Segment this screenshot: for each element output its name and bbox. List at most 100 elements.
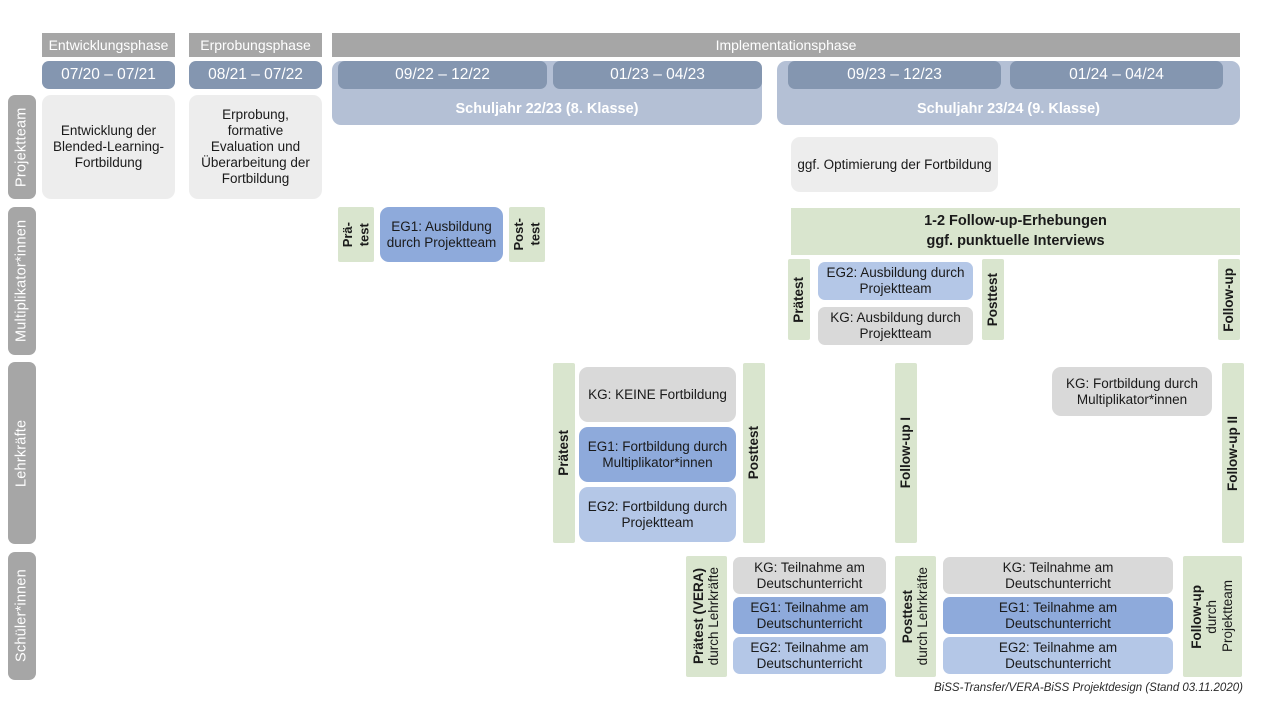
strip-line2: test — [356, 222, 371, 247]
card-text: Entwicklung der Blended-Learning-Fortbil… — [52, 123, 165, 170]
card-eg2-ausbildung-projektteam: EG2: Ausbildung durch Projektteam — [818, 262, 973, 300]
card-text: KG: Teilnahme am Deutschunterricht — [754, 559, 865, 591]
period-chip-1: 08/21 – 07/22 — [189, 61, 322, 89]
period-chip-3: 01/23 – 04/23 — [553, 61, 762, 89]
strip-followup-schueler: Follow-up durch Projektteam — [1183, 556, 1242, 677]
lane-label-multiplikatoren: Multiplikator*innen — [8, 207, 36, 355]
phase-bar-implementationsphase: Implementationsphase — [332, 33, 1240, 57]
strip-line1: Prä- — [339, 221, 355, 248]
strip-praetest-multiplikatoren-2: Prätest — [788, 259, 810, 340]
card-text: EG2: Fortbildung durch Projektteam — [587, 498, 728, 530]
period-label: 07/20 – 07/21 — [61, 65, 156, 83]
strip-text-sub: durch Lehrkräfte — [706, 567, 721, 666]
card-text: EG1: Teilnahme am Deutschunterricht — [750, 599, 869, 631]
banner-line1: 1-2 Follow-up-Erhebungen — [924, 212, 1107, 229]
strip-text-bold: Prätest (VERA) — [690, 568, 706, 665]
card-text: KG: Teilnahme am Deutschunterricht — [1002, 559, 1114, 591]
school-year-text: Schuljahr 22/23 (8. Klasse) — [455, 101, 639, 118]
period-label: 08/21 – 07/22 — [208, 65, 303, 83]
card-eg1-fortbildung-multiplikatoren: EG1: Fortbildung durch Multiplikator*inn… — [579, 427, 736, 482]
banner-followup-erhebungen: 1-2 Follow-up-Erhebungen ggf. punktuelle… — [791, 208, 1240, 255]
strip-text: Posttest — [984, 272, 1000, 327]
strip-posttest-multiplikatoren: Post- test — [509, 207, 545, 262]
period-label: 01/24 – 04/24 — [1069, 65, 1164, 83]
strip-text: Follow-up — [1220, 267, 1236, 332]
period-label: 01/23 – 04/23 — [610, 65, 705, 83]
card-kg-teilnahme-links: KG: Teilnahme am Deutschunterricht — [733, 557, 886, 594]
strip-stack: Follow-up durch Projektteam — [1189, 556, 1235, 677]
card-text: EG1: Ausbildung durch Projektteam — [386, 218, 497, 250]
card-entwicklung-fortbildung: Entwicklung der Blended-Learning-Fortbil… — [42, 95, 175, 199]
lane-text: Multiplikator*innen — [13, 219, 30, 343]
strip-text: Prätest — [790, 276, 806, 323]
footer-note: BiSS-Transfer/VERA-BiSS Projektdesign (S… — [934, 682, 1243, 694]
phase-bar-erprobungsphase: Erprobungsphase — [189, 33, 322, 57]
card-text: KG: KEINE Fortbildung — [588, 386, 727, 402]
strip-praetest-multiplikatoren: Prä- test — [338, 207, 374, 262]
card-text: EG2: Teilnahme am Deutschunterricht — [750, 639, 869, 671]
strip-text: Follow-up II — [1224, 415, 1240, 491]
lane-text: Projektteam — [13, 107, 30, 187]
card-kg-fortbildung-multiplikatoren: KG: Fortbildung durch Multiplikator*inne… — [1052, 367, 1212, 416]
card-text: KG: Ausbildung durch Projektteam — [830, 310, 961, 341]
card-eg2-teilnahme-links: EG2: Teilnahme am Deutschunterricht — [733, 637, 886, 674]
lane-text: Schüler*innen — [13, 569, 30, 663]
card-text: EG1: Teilnahme am Deutschunterricht — [998, 599, 1118, 631]
banner-line2: ggf. punktuelle Interviews — [926, 232, 1105, 249]
lane-label-lehrkraefte: Lehrkräfte — [8, 362, 36, 544]
strip-text-sub2: Projektteam — [1219, 580, 1235, 653]
card-kg-keine-fortbildung: KG: KEINE Fortbildung — [579, 367, 736, 422]
strip-posttest-schueler: Posttest durch Lehrkräfte — [895, 556, 936, 677]
card-eg2-fortbildung-projektteam: EG2: Fortbildung durch Projektteam — [579, 487, 736, 542]
card-kg-teilnahme-rechts: KG: Teilnahme am Deutschunterricht — [943, 557, 1173, 594]
strip-followup-multiplikatoren: Follow-up — [1218, 259, 1240, 340]
lane-label-schueler: Schüler*innen — [8, 552, 36, 680]
strip-line2: test — [527, 222, 542, 247]
card-text: Erprobung, formative Evaluation und Über… — [201, 107, 310, 186]
strip-followup-1-lehrkraefte: Follow-up I — [895, 363, 917, 543]
card-text: EG1: Fortbildung durch Multiplikator*inn… — [587, 438, 728, 470]
strip-text-bold: Follow-up — [1189, 584, 1205, 649]
phase-label: Erprobungsphase — [200, 36, 311, 53]
card-text: EG2: Teilnahme am Deutschunterricht — [998, 639, 1118, 671]
card-eg1-teilnahme-rechts: EG1: Teilnahme am Deutschunterricht — [943, 597, 1173, 634]
school-year-label-2324: Schuljahr 23/24 (9. Klasse) — [777, 100, 1240, 120]
strip-posttest-multiplikatoren-2: Posttest — [982, 259, 1004, 340]
strip-text-sub: durch Lehrkräfte — [915, 567, 930, 666]
card-erprobung-evaluation: Erprobung, formative Evaluation und Über… — [189, 95, 322, 199]
strip-followup-2-lehrkraefte: Follow-up II — [1222, 363, 1244, 543]
period-label: 09/23 – 12/23 — [847, 65, 942, 83]
card-eg2-teilnahme-rechts: EG2: Teilnahme am Deutschunterricht — [943, 637, 1173, 674]
strip-stack: Posttest durch Lehrkräfte — [899, 556, 930, 677]
strip-praetest-lehrkraefte: Prätest — [553, 363, 575, 543]
strip-text-bold: Posttest — [899, 589, 915, 644]
strip-stack: Prätest (VERA) durch Lehrkräfte — [690, 556, 721, 677]
phase-label: Implementationsphase — [715, 36, 857, 53]
strip-line1: Post- — [510, 218, 526, 251]
strip-text: Post- test — [511, 218, 544, 251]
card-text: EG2: Ausbildung durch Projektteam — [826, 265, 965, 296]
strip-text-sub1: durch — [1204, 599, 1220, 634]
card-eg1-teilnahme-links: EG1: Teilnahme am Deutschunterricht — [733, 597, 886, 634]
phase-bar-entwicklungsphase: Entwicklungsphase — [42, 33, 175, 57]
strip-text: Prätest — [555, 430, 571, 476]
period-chip-5: 01/24 – 04/24 — [1010, 61, 1223, 89]
card-text: ggf. Optimierung der Fortbildung — [797, 156, 992, 172]
strip-posttest-lehrkraefte: Posttest — [743, 363, 765, 543]
period-chip-4: 09/23 – 12/23 — [788, 61, 1001, 89]
card-kg-ausbildung-projektteam: KG: Ausbildung durch Projektteam — [818, 307, 973, 345]
strip-text: Follow-up I — [897, 417, 913, 489]
school-year-text: Schuljahr 23/24 (9. Klasse) — [917, 101, 1100, 118]
phase-label: Entwicklungsphase — [48, 36, 169, 53]
card-text: KG: Fortbildung durch Multiplikator*inne… — [1065, 375, 1199, 407]
lane-text: Lehrkräfte — [13, 419, 30, 487]
strip-praetest-vera-schueler: Prätest (VERA) durch Lehrkräfte — [686, 556, 727, 677]
period-chip-0: 07/20 – 07/21 — [42, 61, 175, 89]
card-optimierung-fortbildung: ggf. Optimierung der Fortbildung — [791, 137, 998, 192]
period-label: 09/22 – 12/22 — [395, 65, 490, 83]
period-chip-2: 09/22 – 12/22 — [338, 61, 547, 89]
lane-label-projektteam: Projektteam — [8, 95, 36, 199]
strip-text: Posttest — [745, 426, 761, 480]
card-eg1-ausbildung-projektteam: EG1: Ausbildung durch Projektteam — [380, 207, 503, 262]
